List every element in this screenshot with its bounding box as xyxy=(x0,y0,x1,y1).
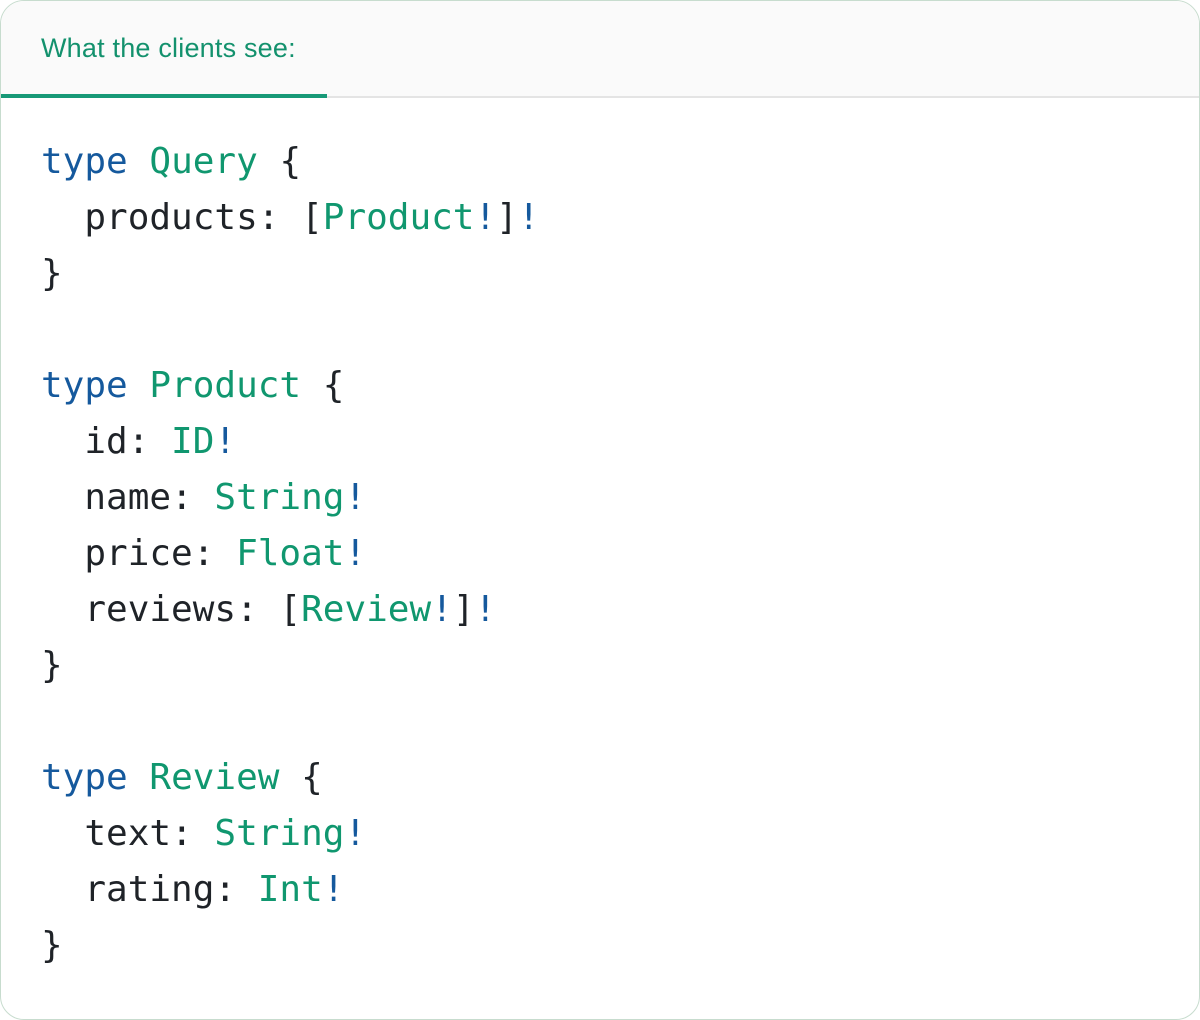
code-token-kw: ! xyxy=(322,869,345,910)
code-line: name: String! xyxy=(41,470,1159,526)
tab-what-clients-see[interactable]: What the clients see: xyxy=(1,1,327,98)
code-token-pl xyxy=(128,365,150,406)
card-header: What the clients see: xyxy=(1,1,1199,98)
code-token-ty: Product xyxy=(322,197,475,238)
code-line: price: Float! xyxy=(41,526,1159,582)
code-token-ty: String xyxy=(214,813,345,854)
code-token-pl: } xyxy=(41,645,63,686)
code-token-pl: ] xyxy=(452,589,475,630)
code-token-ty: Review xyxy=(149,757,280,798)
code-token-pl xyxy=(128,757,150,798)
code-token-pl: text: xyxy=(41,813,215,854)
code-line: } xyxy=(41,638,1159,694)
tab-label: What the clients see: xyxy=(41,33,296,63)
code-token-kw: type xyxy=(41,757,128,798)
graphql-schema-code: type Query { products: [Product!]!}type … xyxy=(1,98,1199,974)
code-token-pl xyxy=(128,141,150,182)
code-token-pl: { xyxy=(301,365,345,406)
code-line: type Query { xyxy=(41,134,1159,190)
code-token-kw: ! xyxy=(344,533,367,574)
code-line xyxy=(41,694,1159,750)
code-token-kw: ! xyxy=(517,197,540,238)
code-token-ty: ID xyxy=(171,421,215,462)
code-token-pl: reviews: [ xyxy=(41,589,302,630)
code-line: products: [Product!]! xyxy=(41,190,1159,246)
code-token-kw: ! xyxy=(214,421,237,462)
code-line: id: ID! xyxy=(41,414,1159,470)
code-token-pl: name: xyxy=(41,477,215,518)
code-token-kw: ! xyxy=(344,813,367,854)
code-token-kw: type xyxy=(41,365,128,406)
code-token-pl: { xyxy=(279,757,323,798)
code-line: type Review { xyxy=(41,750,1159,806)
code-line: rating: Int! xyxy=(41,862,1159,918)
code-line: reviews: [Review!]! xyxy=(41,582,1159,638)
code-line: } xyxy=(41,246,1159,302)
code-token-ty: Query xyxy=(149,141,258,182)
code-token-kw: ! xyxy=(474,197,497,238)
code-token-ty: Product xyxy=(149,365,302,406)
code-line xyxy=(41,302,1159,358)
code-token-pl: products: [ xyxy=(41,197,323,238)
code-line: type Product { xyxy=(41,358,1159,414)
code-token-pl: } xyxy=(41,925,63,966)
code-token-ty: String xyxy=(214,477,345,518)
code-token-pl: { xyxy=(257,141,302,182)
code-token-pl: } xyxy=(41,253,63,294)
code-token-pl: ] xyxy=(496,197,518,238)
code-token-ty: Int xyxy=(257,869,323,910)
code-token-kw: ! xyxy=(431,589,453,630)
code-token-pl: rating: xyxy=(41,869,258,910)
code-token-ty: Float xyxy=(236,533,345,574)
code-line: text: String! xyxy=(41,806,1159,862)
code-token-pl: price: xyxy=(41,533,237,574)
code-token-kw: type xyxy=(41,141,128,182)
code-token-ty: Review xyxy=(301,589,432,630)
code-token-kw: ! xyxy=(344,477,367,518)
code-token-kw: ! xyxy=(474,589,497,630)
code-line: } xyxy=(41,918,1159,974)
code-token-pl: id: xyxy=(41,421,172,462)
